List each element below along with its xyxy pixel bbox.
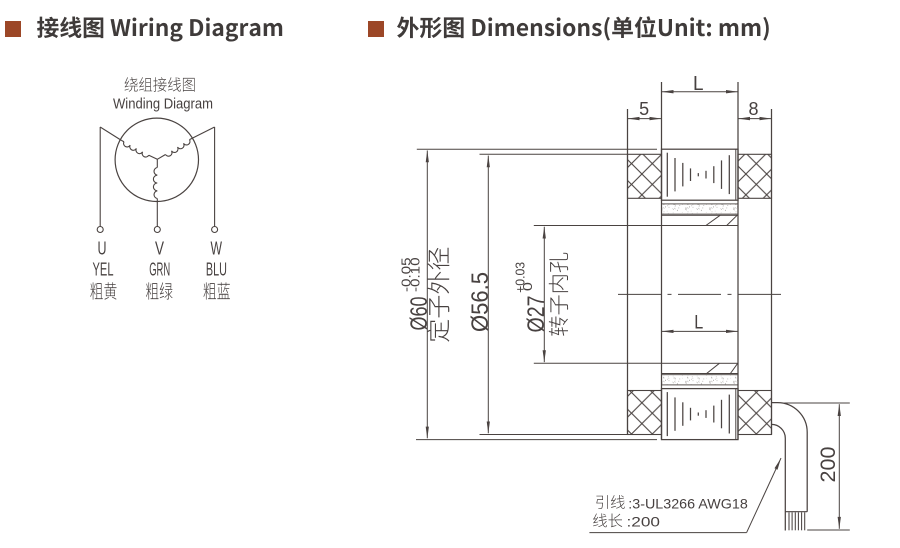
svg-text::200: :200 — [627, 514, 661, 530]
svg-text:YEL: YEL — [93, 258, 114, 279]
svg-text:8: 8 — [749, 98, 759, 119]
svg-text:0: 0 — [521, 282, 535, 291]
svg-text:+0.03: +0.03 — [514, 262, 528, 293]
svg-text:Ø27: Ø27 — [523, 296, 550, 333]
svg-text:-0.10: -0.10 — [409, 257, 423, 292]
svg-text:-0.05: -0.05 — [400, 257, 414, 292]
svg-text:200: 200 — [816, 446, 840, 482]
svg-text:U: U — [98, 238, 107, 259]
svg-text::3-UL3266 AWG18: :3-UL3266 AWG18 — [628, 495, 748, 511]
svg-text:V: V — [155, 238, 164, 259]
svg-text:Ø56.5: Ø56.5 — [467, 272, 494, 332]
svg-text:GRN: GRN — [149, 258, 170, 279]
svg-text:L: L — [693, 73, 704, 95]
svg-text:L: L — [694, 313, 703, 334]
svg-text:Winding Diagram: Winding Diagram — [113, 96, 213, 112]
svg-text:Ø60: Ø60 — [406, 297, 433, 331]
svg-text:W: W — [211, 238, 223, 259]
svg-text:5: 5 — [639, 98, 649, 119]
svg-text:BLU: BLU — [206, 258, 227, 279]
